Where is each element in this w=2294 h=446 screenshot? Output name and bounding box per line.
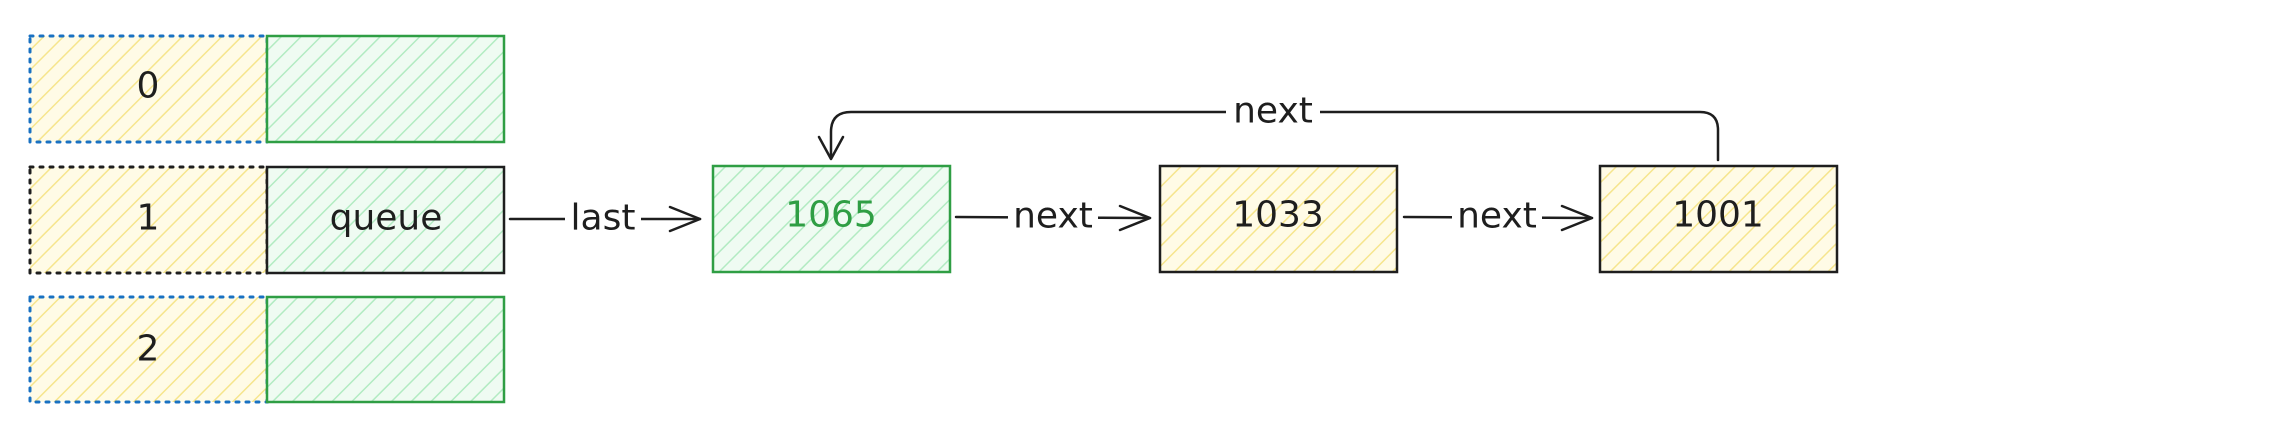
table-row-1: 1 queue <box>28 165 506 275</box>
list-node-1-value: 1033 <box>1232 195 1324 236</box>
list-node-0: 1065 <box>711 164 952 274</box>
index-cell-0 <box>28 34 269 144</box>
value-cell-0 <box>265 34 506 144</box>
index-label-0: 0 <box>137 66 160 107</box>
list-node-2-box <box>1598 164 1839 274</box>
list-node-2-value: 1001 <box>1672 195 1764 236</box>
list-node-0-box <box>711 164 952 274</box>
value-label-1: queue <box>330 198 443 239</box>
edge-back: next <box>817 90 1720 162</box>
edge-next-1: next <box>954 196 1152 238</box>
edge-next-2: next <box>1402 196 1594 238</box>
edge-last: last <box>508 197 702 239</box>
index-label-2: 2 <box>137 329 160 370</box>
list-node-0-value: 1065 <box>785 195 877 236</box>
edge-next-2-label: next <box>1457 196 1537 237</box>
value-cell-1 <box>265 165 506 275</box>
list-node-1-box <box>1158 164 1399 274</box>
edge-back-label: next <box>1233 91 1313 132</box>
value-cell-2 <box>265 295 506 404</box>
list-node-2: 1001 <box>1598 164 1839 274</box>
index-cell-1 <box>28 165 269 275</box>
edge-next-1-label: next <box>1013 196 1093 237</box>
table-row-0: 0 <box>28 34 506 144</box>
edge-last-label: last <box>571 198 636 239</box>
table-row-2: 2 <box>28 295 506 404</box>
index-label-1: 1 <box>137 198 160 239</box>
list-node-1: 1033 <box>1158 164 1399 274</box>
